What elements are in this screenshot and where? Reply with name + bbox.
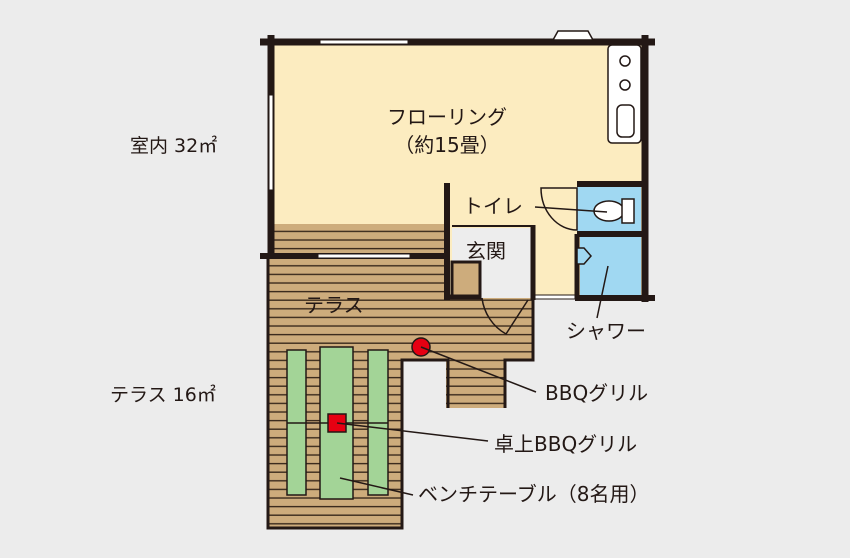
stove-burner-icon	[619, 55, 631, 67]
entrance-step	[450, 260, 482, 300]
bbq-grill-label: BBQグリル	[545, 381, 648, 405]
shower-door	[576, 247, 592, 265]
tabletop-bbq-grill-label: 卓上BBQグリル	[494, 432, 637, 456]
shower-room	[580, 237, 641, 297]
toilet-icon	[593, 198, 635, 224]
entrance-door-swing	[481, 297, 529, 336]
bench-table-label: ベンチテーブル（8名用）	[418, 482, 650, 506]
terrace-area-label: テラス 16㎡	[110, 383, 216, 406]
entrance-label: 玄関	[466, 239, 506, 263]
toilet-door-swing	[540, 187, 578, 231]
toilet-label: トイレ	[463, 194, 523, 218]
range-hood-icon	[551, 30, 595, 41]
flooring-label: フローリング	[387, 105, 507, 129]
sink-icon	[616, 104, 635, 138]
windows	[268, 39, 576, 300]
flooring-size-label: （約15畳）	[394, 133, 499, 157]
leader-lines	[336, 206, 609, 496]
kitchen-counter	[607, 44, 642, 144]
stove-burner-icon	[619, 79, 631, 91]
indoor-area-label: 室内 32㎡	[130, 134, 217, 157]
indoor-deck-strip	[274, 224, 446, 256]
shower-label: シャワー	[566, 319, 646, 343]
terrace-label: テラス	[304, 293, 364, 317]
